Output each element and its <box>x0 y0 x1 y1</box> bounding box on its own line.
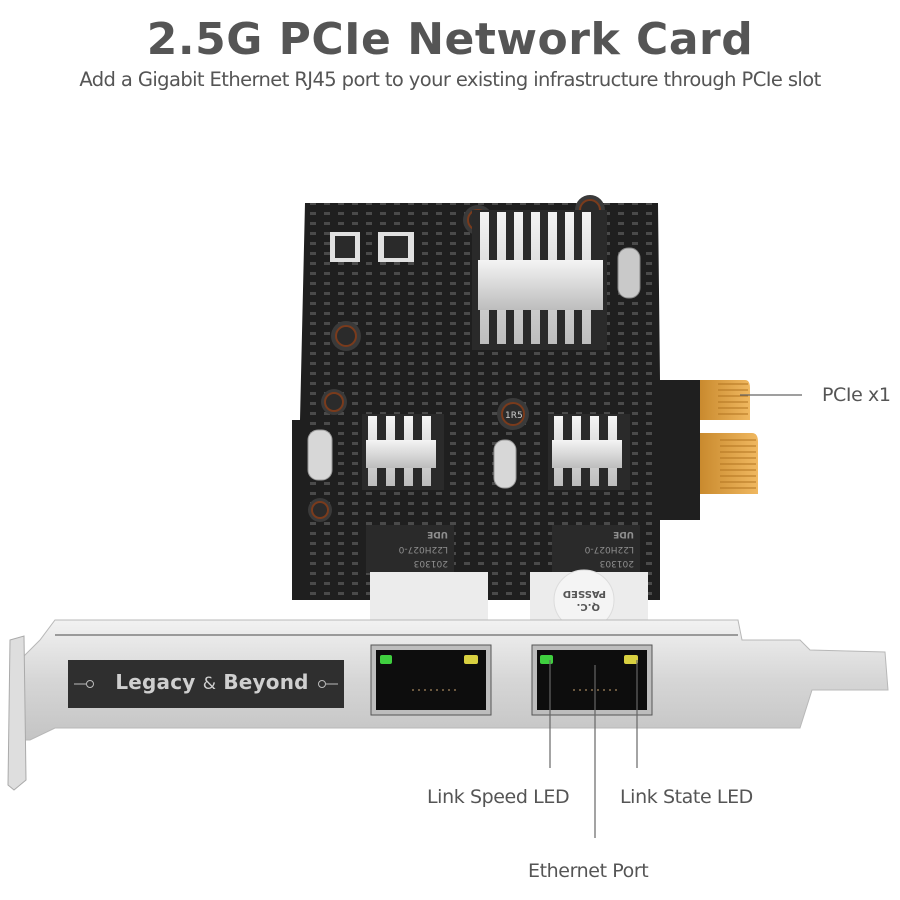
svg-text:UDE: UDE <box>613 529 634 539</box>
page-title: 2.5G PCIe Network Card <box>146 14 754 65</box>
svg-text:L22H027-0: L22H027-0 <box>584 544 634 554</box>
svg-text:Q.C.: Q.C. <box>577 601 600 612</box>
callout-link-state-led: Link State LED <box>620 786 753 808</box>
brand-label-amp: & <box>202 674 217 694</box>
mounting-bracket <box>7 619 889 791</box>
callout-lines <box>549 394 802 838</box>
callout-link-speed-led: Link Speed LED <box>427 786 570 808</box>
page-subtitle: Add a Gigabit Ethernet RJ45 port to your… <box>79 68 821 91</box>
svg-text:1R5: 1R5 <box>505 411 523 421</box>
brand-label-part2: Beyond <box>223 670 309 694</box>
svg-text:201303: 201303 <box>414 558 448 568</box>
callout-pcie-x1: PCIe x1 <box>822 384 891 406</box>
brand-label: Legacy & Beyond <box>96 670 328 694</box>
brand-label-part1: Legacy <box>115 670 196 694</box>
svg-text:UDE: UDE <box>427 529 448 539</box>
svg-text:L22H027-0: L22H027-0 <box>398 544 448 554</box>
pcie-x1-contacts <box>700 380 758 494</box>
pcb-board: 1R5 201 <box>292 195 700 631</box>
svg-text:PASSED: PASSED <box>563 588 606 599</box>
svg-text:201303: 201303 <box>600 558 634 568</box>
callout-ethernet-port: Ethernet Port <box>528 860 649 882</box>
